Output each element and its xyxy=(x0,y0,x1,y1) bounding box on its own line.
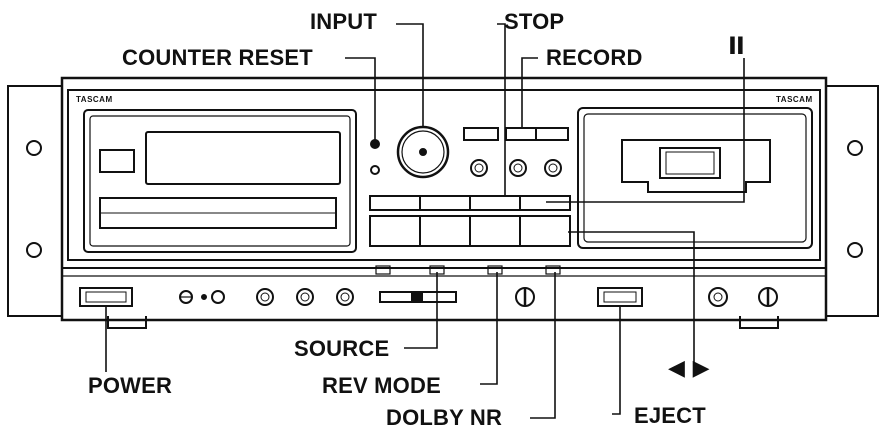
knob-2 xyxy=(296,288,314,306)
leader-eject xyxy=(612,306,621,415)
callout-eject: EJECT xyxy=(634,403,706,428)
transport-big-3 xyxy=(469,215,521,247)
transport-key-3 xyxy=(469,195,521,211)
brand-logo-right: TASCAM xyxy=(776,95,813,104)
callout-rewind-ff-icon: ◀ ▶ xyxy=(668,356,710,381)
knob-lower-2 xyxy=(758,287,778,307)
input-knob xyxy=(396,125,450,179)
jack-1 xyxy=(470,159,488,177)
cassette-window xyxy=(145,131,341,185)
eject-tab xyxy=(545,265,561,275)
tuning-knob xyxy=(515,287,535,307)
jack-lower-1 xyxy=(708,287,728,307)
transport-big-2 xyxy=(419,215,471,247)
transport-key-2 xyxy=(419,195,471,211)
power-switch xyxy=(79,287,133,307)
callout-input: INPUT xyxy=(310,9,377,34)
record-key-2 xyxy=(535,127,569,141)
transport-big-1 xyxy=(369,215,421,247)
dolby-switch xyxy=(487,265,503,275)
small-key-1 xyxy=(463,127,499,141)
callout-record: RECORD xyxy=(546,45,643,70)
rack-hole-right-top xyxy=(847,140,863,156)
leader-record xyxy=(521,57,538,128)
leader-rew-ff xyxy=(568,231,695,368)
knob-3 xyxy=(336,288,354,306)
callout-source: SOURCE xyxy=(294,336,390,361)
transport-key-4 xyxy=(519,195,571,211)
callout-dolby-nr: DOLBY NR xyxy=(386,405,503,430)
rack-ear-left xyxy=(7,85,63,317)
leader-input xyxy=(396,23,424,126)
callout-rev-mode: REV MODE xyxy=(322,373,441,398)
jack-3 xyxy=(544,159,562,177)
cassette-well-right xyxy=(577,107,813,249)
rack-hole-right-bottom xyxy=(847,242,863,258)
cassette-door-left xyxy=(83,109,357,253)
counter-reset-led xyxy=(370,139,380,149)
leader-stop xyxy=(497,23,506,196)
counter-reset-button xyxy=(370,165,380,175)
rack-hole-left-bottom xyxy=(26,242,42,258)
rack-ear-right xyxy=(825,85,879,317)
source-switch xyxy=(375,265,391,275)
eject-button xyxy=(597,287,643,307)
chassis xyxy=(60,76,828,322)
leader-dolby xyxy=(530,272,556,419)
leader-counter-reset xyxy=(345,57,376,140)
leader-pause xyxy=(546,58,745,203)
door-button xyxy=(99,149,135,173)
cassette-tape-window xyxy=(659,147,721,179)
callout-stop: STOP xyxy=(504,9,565,34)
cassette-holder xyxy=(621,139,771,193)
jack-2 xyxy=(509,159,527,177)
callout-pause-icon: II xyxy=(728,32,745,60)
transport-big-4 xyxy=(519,215,571,247)
leader-source xyxy=(404,272,438,349)
transport-key-1 xyxy=(369,195,421,211)
rack-hole-left-top xyxy=(26,140,42,156)
knob-1 xyxy=(256,288,274,306)
foot-right xyxy=(739,316,779,329)
foot-left xyxy=(107,316,147,329)
front-panel xyxy=(67,89,821,261)
leader-rev-mode xyxy=(480,272,498,385)
brand-logo-left: TASCAM xyxy=(76,95,113,104)
callout-power: POWER xyxy=(88,373,173,398)
phones-jack xyxy=(211,290,225,304)
callout-counter-reset: COUNTER RESET xyxy=(122,45,313,70)
record-key-1 xyxy=(505,127,537,141)
